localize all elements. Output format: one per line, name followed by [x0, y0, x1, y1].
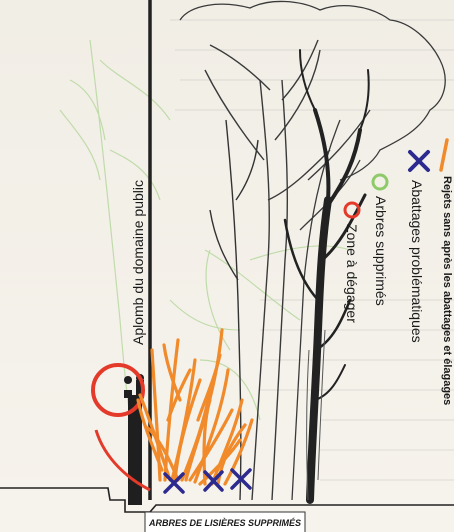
caption-text: ARBRES DE LISIÈRES SUPPRIMÉS: [148, 518, 301, 528]
public-domain-label: Aplomb du domaine public: [130, 180, 146, 345]
legend-label-abattages: Abattages problématiques: [409, 180, 425, 343]
legend-label-rejets: Rejets sans après les abattages et élaga…: [441, 176, 453, 405]
ground-line: [0, 488, 454, 512]
legend-label-zone: Zone à dégager: [344, 224, 360, 323]
caption-box: ARBRES DE LISIÈRES SUPPRIMÉS: [145, 512, 305, 532]
zone-to-clear-circle: [93, 365, 143, 415]
orange-stroke-icon: [441, 140, 447, 170]
shoots-orange: [138, 330, 252, 484]
legend-label-arbres: Arbres supprimés: [373, 196, 389, 306]
green-circle-icon: [373, 175, 387, 189]
legend: Rejets sans après les abattages et élaga…: [344, 140, 453, 405]
blue-cross-icon: [410, 152, 428, 170]
blue-crosses: [165, 470, 250, 492]
canopy-outline: [180, 1, 445, 180]
